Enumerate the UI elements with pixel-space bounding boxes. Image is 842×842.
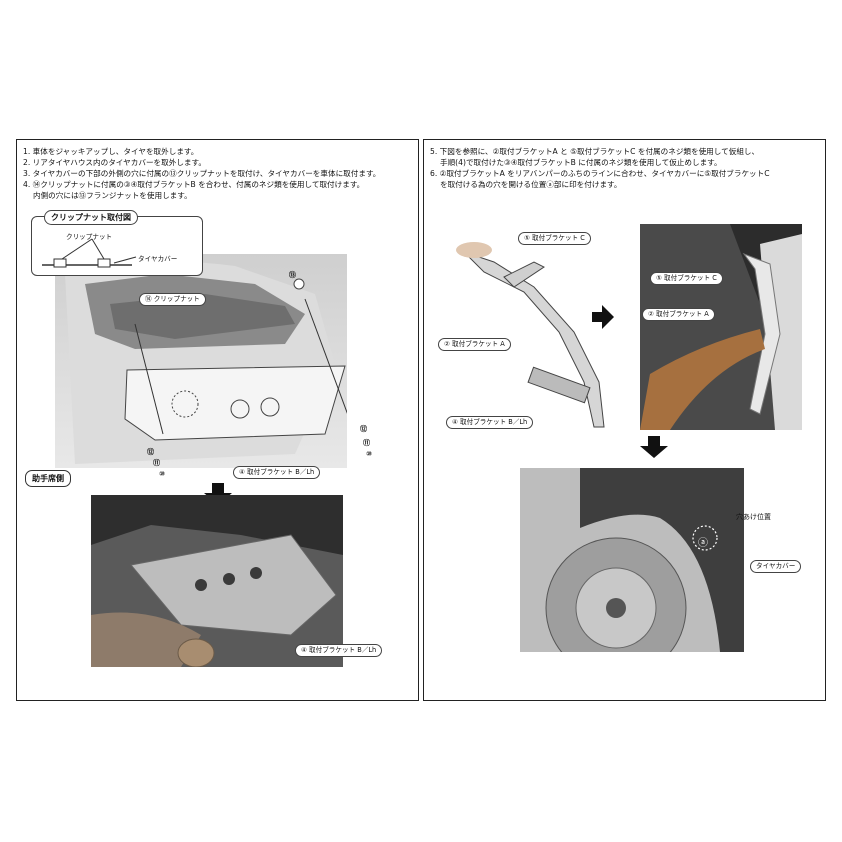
bracket-b-exploded-photo <box>55 254 347 468</box>
bracket-alignment-photo <box>640 224 802 430</box>
callout-tire-cover: タイヤカバー <box>750 560 802 573</box>
bracket-assembly-svg <box>456 242 605 428</box>
tire-cover-marking-photo <box>520 468 744 652</box>
part-number-12b: ⑫ <box>360 425 367 433</box>
part-number-10: ⑩ <box>159 470 165 478</box>
part-number-11b: ⑪ <box>363 439 370 447</box>
callout-bracket-c-photo: ⑤ 取付ブラケット C <box>650 272 723 285</box>
callout-bracket-a: ② 取付ブラケット A <box>438 338 511 351</box>
tire-cover-illustration <box>520 468 744 652</box>
part-number-10b: ⑩ <box>366 450 372 458</box>
callout-bracket-b: ④ 取付ブラケット B／Lh <box>233 466 321 479</box>
clip-nut-inset: クリップナット取付図 クリップナット タイヤカバー <box>31 210 203 276</box>
step-6-note: を取付ける為の穴を開ける位置ⓐ部に印を付けます。 <box>440 180 622 189</box>
clip-nut-icon <box>42 238 137 268</box>
step-6: 6. ②取付ブラケットA をリアバンパーのふちのラインに合わせ、タイヤカバーに⑤… <box>430 169 770 178</box>
installed-bracket-illustration <box>91 495 343 667</box>
callout-clip-nut: ⑭ クリップナット <box>139 293 206 306</box>
step-3: 3. タイヤカバーの下部の外側の穴に付属の⑬クリップナットを取付け、タイヤカバー… <box>23 169 381 178</box>
callout-bracket-b-bottom: ④ 取付ブラケット B／Lh <box>295 644 383 657</box>
callout-bracket-c: ⑤ 取付ブラケット C <box>518 232 591 245</box>
passenger-side-badge: 助手席側 <box>25 470 71 487</box>
clip-nut-inset-title: クリップナット取付図 <box>44 210 138 225</box>
step-4-note: 内側の穴には⑬フランジナットを使用します。 <box>33 191 192 200</box>
left-instruction-panel: 1. 車体をジャッキアップし、タイヤを取外します。 2. リアタイヤハウス内のタ… <box>16 139 419 701</box>
right-instruction-panel: 5. 下図を参照に、②取付ブラケットA と ⑤取付ブラケットC を付属のネジ類を… <box>423 139 826 701</box>
step-2: 2. リアタイヤハウス内のタイヤカバーを取外します。 <box>23 158 206 167</box>
part-number-13: ⑬ <box>289 271 296 279</box>
inset-label-clip: クリップナット <box>66 233 113 241</box>
inset-label-cover: タイヤカバー <box>138 255 178 263</box>
callout-bracket-b-right: ④ 取付ブラケット B／Lh <box>446 416 534 429</box>
part-number-11: ⑪ <box>153 459 160 467</box>
left-steps: 1. 車体をジャッキアップし、タイヤを取外します。 2. リアタイヤハウス内のタ… <box>23 146 415 201</box>
step-5-note: 手順(4)で取付けた③④取付ブラケットB に付属のネジ類を使用して仮止めします。 <box>440 158 722 167</box>
bracket-assembly-diagram <box>434 232 614 432</box>
down-arrow-icon-right <box>640 436 668 458</box>
right-arrow-icon <box>592 305 614 329</box>
label-hole-position: 穴あけ位置 <box>736 513 771 521</box>
right-steps: 5. 下図を参照に、②取付ブラケットA と ⑤取付ブラケットC を付属のネジ類を… <box>430 146 822 190</box>
step-1: 1. 車体をジャッキアップし、タイヤを取外します。 <box>23 147 199 156</box>
step-4: 4. ⑭クリップナットに付属の③④取付ブラケットB を合わせ、付属のネジ類を使用… <box>23 180 365 189</box>
callout-bracket-a-photo: ② 取付ブラケット A <box>642 308 715 321</box>
bracket-alignment-illustration <box>640 224 802 430</box>
installed-bracket-photo <box>91 495 343 667</box>
label-mark-a: ⓐ <box>698 538 708 549</box>
exploded-diagram <box>55 254 347 468</box>
part-number-12: ⑫ <box>147 448 154 456</box>
step-5: 5. 下図を参照に、②取付ブラケットA と ⑤取付ブラケットC を付属のネジ類を… <box>430 147 760 156</box>
